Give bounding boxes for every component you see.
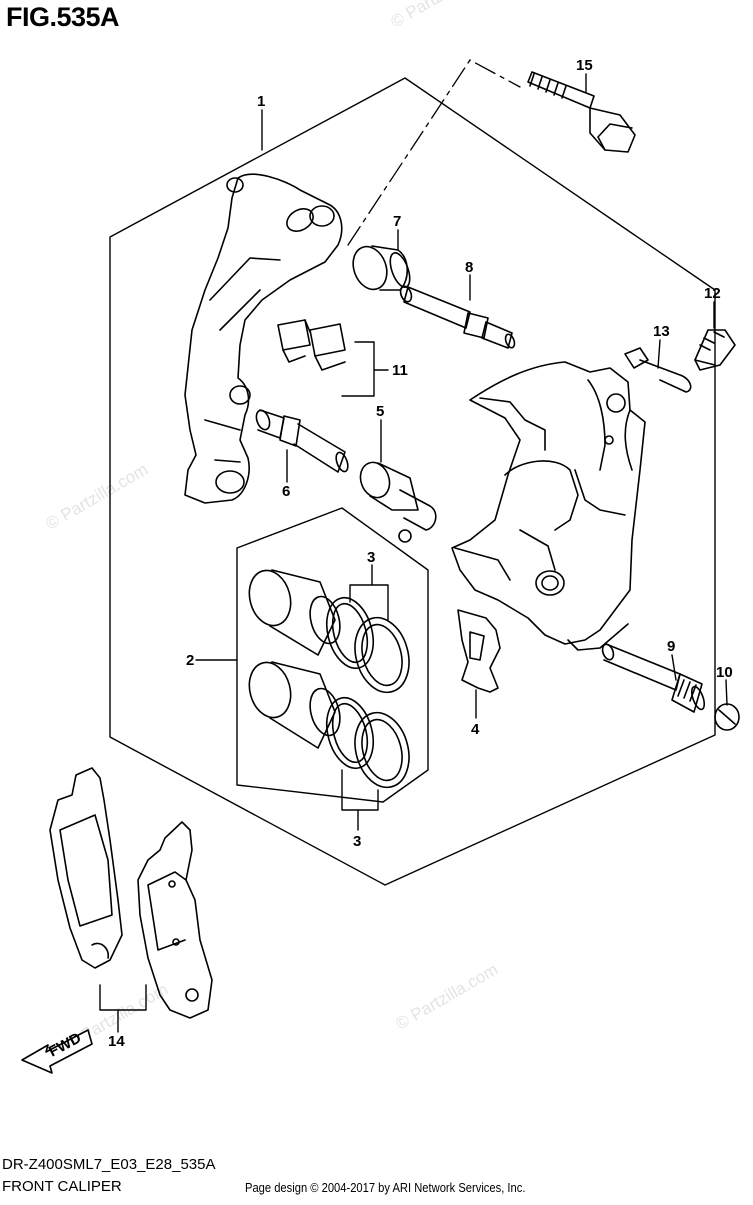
callout-5: 5 — [376, 403, 384, 420]
leader-lines — [99, 73, 728, 1033]
bleeder-cap-13[interactable] — [624, 347, 692, 393]
pad-spring-clips-11[interactable] — [277, 319, 346, 371]
watermark: © Partzilla.com — [43, 460, 152, 534]
callout-11: 11 — [392, 362, 408, 379]
callouts: 1 2 3 3 4 5 6 7 8 9 10 11 12 13 14 15 — [108, 57, 733, 1050]
model-code: DR-Z400SML7_E03_E28_535A — [2, 1156, 216, 1173]
caliper-body[interactable] — [451, 361, 646, 651]
slide-pin-8[interactable] — [399, 285, 517, 349]
page-heading: FRONT CALIPER — [2, 1178, 122, 1195]
bolt-phantom-line — [347, 59, 521, 246]
figure-title: FIG.535A — [6, 2, 120, 32]
pad-spring-4[interactable] — [457, 609, 501, 693]
brake-pads-14[interactable] — [49, 767, 213, 1019]
callout-3-top: 3 — [367, 549, 375, 566]
callout-6: 6 — [282, 483, 290, 500]
callout-7: 7 — [393, 213, 401, 230]
callout-13: 13 — [653, 323, 670, 340]
copyright-notice: Page design © 2004-2017 by ARI Network S… — [245, 1180, 526, 1195]
callout-10: 10 — [716, 664, 733, 681]
boot-5[interactable] — [356, 458, 437, 543]
pistons-2[interactable] — [243, 566, 344, 749]
piston-set-outline — [236, 507, 429, 803]
caliper-assembly-outline — [109, 77, 716, 886]
callout-15: 15 — [576, 57, 593, 74]
callout-1: 1 — [257, 93, 265, 110]
bolt-15[interactable] — [527, 71, 636, 153]
callout-2: 2 — [186, 652, 194, 669]
callout-4: 4 — [471, 721, 480, 738]
fwd-arrow: FWD — [21, 1029, 93, 1074]
callout-9: 9 — [667, 638, 675, 655]
slide-pin-9[interactable] — [601, 643, 707, 713]
watermark: © Partzilla.com — [388, 0, 497, 31]
piston-seals-3[interactable] — [319, 593, 417, 794]
callout-3-bottom: 3 — [353, 833, 361, 850]
watermark: © Partzilla.com — [393, 960, 502, 1034]
slide-pin-6[interactable] — [254, 409, 350, 474]
caliper-bracket-1[interactable] — [184, 173, 343, 504]
pin-plug-10[interactable] — [714, 703, 740, 731]
callout-14: 14 — [108, 1033, 125, 1050]
callout-8: 8 — [465, 259, 473, 276]
bleeder-valve-12[interactable] — [694, 329, 736, 371]
callout-12: 12 — [704, 285, 721, 302]
